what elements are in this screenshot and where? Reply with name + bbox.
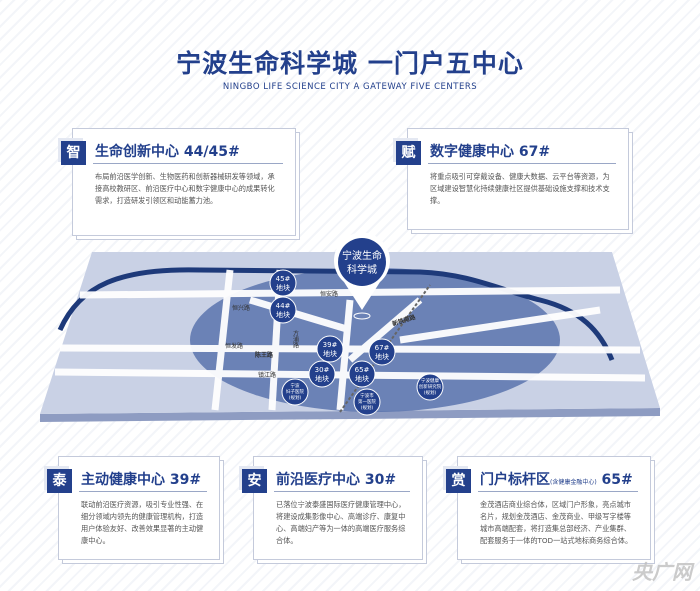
svg-text:(规划): (规划) [289,394,302,401]
svg-text:地块: 地块 [276,310,290,319]
svg-text:30#: 30# [315,366,330,374]
watermark-logo: 央广网 [632,560,692,584]
svg-text:科学城: 科学城 [347,263,377,276]
svg-text:地块: 地块 [276,283,290,292]
svg-text:妇子医院: 妇子医院 [286,388,304,395]
card-body: 将重点吸引可穿戴设备、健康大数据、云平台等资源，为区域建设智慧化持续健康社区提供… [430,172,610,205]
plot-67: 67#地块 [368,338,396,366]
page-title: 宁波生命科学城 一门户五中心 [176,49,524,78]
plot-45: 45#地块 [269,269,297,297]
badge-icon: 泰 [47,469,72,493]
card-body: 金茂酒店商业综合体，区域门户形象，亮点城市名片，规划金茂酒店、金茂商业、甲级写字… [480,500,633,545]
road-label: 恒安路 [320,290,338,298]
badge-icon: 智 [61,141,86,165]
svg-text:地块: 地块 [315,374,329,383]
card-digital-health: 赋 数字健康中心 67# 将重点吸引可穿戴设备、健康大数据、云平台等资源，为区域… [396,128,629,230]
card-frontier-medical: 安 前沿医疗中心 30# 已落位宁波泰盛国际医疗健康管理中心，将建设成集影像中心… [242,456,423,560]
card-title: 门户标杆区(含健康金融中心) 65# [480,472,633,488]
plot-39: 39#地块 [316,335,344,363]
badge-icon: 赏 [446,469,471,493]
card-body: 布局前沿医学创新、生物医药和创新器械研发等领域，承接高校教研区、前沿医疗中心和数… [95,172,275,205]
road-label: 方浦路 [292,329,299,349]
card-title: 主动健康中心 39# [81,472,202,488]
page-subtitle: NINGBO LIFE SCIENCE CITY A GATEWAY FIVE … [222,82,478,92]
svg-text:创新研究院: 创新研究院 [419,383,442,390]
card-title: 前沿医疗中心 30# [276,472,397,488]
card-body: 联动前沿医疗资源，吸引专业性强、在细分领域内领先的健康管理机构，打造用户体验友好… [81,500,204,545]
map-platform-side [40,408,660,422]
river [57,267,615,361]
svg-text:地块: 地块 [375,352,389,361]
card-title: 数字健康中心 67# [430,144,551,160]
area-map: 恒安路 恒兴路 恒发路 陈王路 镇江路 方浦路 新铁南路 45#地块 44#地块… [40,232,660,422]
svg-text:第一医院: 第一医院 [358,398,376,405]
plot-44: 44#地块 [269,296,297,324]
badge-icon: 赋 [396,141,421,165]
svg-text:地块: 地块 [355,374,369,383]
card-life-innovation: 智 生命创新中心 44/45# 布局前沿医学创新、生物医药和创新器械研发等领域，… [61,128,296,236]
svg-text:宁波: 宁波 [291,382,300,389]
svg-text:65#: 65# [355,366,370,374]
svg-text:地块: 地块 [323,349,337,358]
svg-text:宁波生命: 宁波生命 [342,249,382,262]
svg-text:44#: 44# [276,302,291,310]
road-label: 陈王路 [255,351,274,359]
road-label: 恒发路 [225,342,243,350]
svg-text:宁波市: 宁波市 [360,392,374,399]
location-pin: 宁波生命 科学城 [334,232,391,320]
svg-text:宁波健康: 宁波健康 [421,377,439,384]
badge-icon: 安 [242,469,267,493]
road-label: 恒兴路 [232,304,250,312]
plot-30: 30#地块 [308,360,336,388]
road-label: 镇江路 [258,371,276,379]
card-body: 已落位宁波泰盛国际医疗健康管理中心，将建设成集影像中心、高端诊疗、康复中心、高端… [276,500,406,545]
svg-text:(规划): (规划) [361,404,374,411]
svg-text:45#: 45# [276,275,291,283]
card-title: 生命创新中心 44/45# [95,144,240,160]
card-active-health: 泰 主动健康中心 39# 联动前沿医疗资源，吸引专业性强、在细分领域内领先的健康… [47,456,220,560]
svg-text:39#: 39# [323,341,338,349]
card-gateway: 赏 门户标杆区(含健康金融中心) 65# 金茂酒店商业综合体，区域门户形象，亮点… [446,456,651,560]
plot-65: 65#地块 [348,360,376,388]
svg-text:(规划): (规划) [424,389,437,396]
svg-text:67#: 67# [375,344,390,352]
